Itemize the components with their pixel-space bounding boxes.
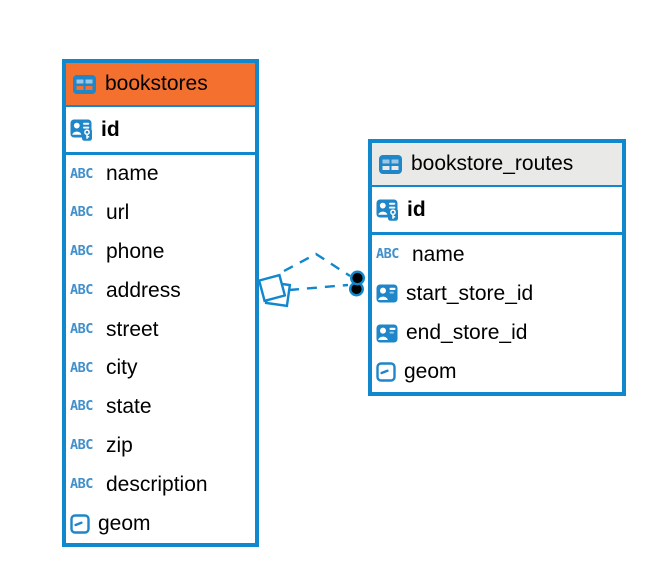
column-name: phone	[106, 239, 165, 263]
column-name: city	[106, 356, 138, 380]
entity-bookstores[interactable]: bookstores id ABC name ABC url	[62, 59, 259, 547]
column-name: address	[106, 278, 181, 302]
column-row-phone[interactable]: ABC phone	[66, 233, 255, 272]
table-icon	[73, 74, 96, 94]
primary-key-icon	[376, 199, 398, 221]
column-row-geom[interactable]: geom	[66, 504, 255, 543]
text-type-icon: ABC	[70, 165, 93, 182]
geometry-type-icon	[376, 362, 396, 383]
table-icon	[379, 154, 402, 174]
text-type-icon: ABC	[70, 476, 93, 493]
column-name: description	[106, 472, 208, 496]
relationship-line-end-store[interactable]	[288, 283, 349, 292]
column-name: street	[106, 317, 159, 341]
geometry-type-icon	[70, 513, 90, 534]
foreign-key-icon	[376, 324, 398, 343]
column-name: geom	[404, 360, 457, 384]
column-row-name[interactable]: ABC name	[66, 155, 255, 194]
column-row-address[interactable]: ABC address	[66, 271, 255, 310]
text-type-icon: ABC	[70, 359, 93, 376]
column-row-name[interactable]: ABC name	[372, 235, 622, 274]
primary-key-icon	[70, 119, 92, 141]
entity-header-bookstores[interactable]: bookstores	[66, 63, 255, 107]
text-type-icon: ABC	[376, 245, 399, 262]
column-row-geom[interactable]: geom	[372, 353, 622, 392]
entity-title: bookstore_routes	[411, 152, 574, 175]
pk-column-name: id	[101, 117, 120, 141]
column-row-start-store-id[interactable]: start_store_id	[372, 274, 622, 313]
column-name: geom	[98, 511, 151, 535]
column-row-zip[interactable]: ABC zip	[66, 427, 255, 466]
column-name: name	[106, 162, 159, 186]
column-row-description[interactable]: ABC description	[66, 465, 255, 504]
relationship-line-start-store[interactable]	[283, 252, 351, 278]
pk-column-name: id	[407, 197, 426, 221]
column-row-city[interactable]: ABC city	[66, 349, 255, 388]
column-row-end-store-id[interactable]: end_store_id	[372, 314, 622, 353]
column-name: name	[412, 242, 465, 266]
pk-row-id[interactable]: id	[66, 107, 255, 155]
pk-row-id[interactable]: id	[372, 187, 622, 235]
column-row-street[interactable]: ABC street	[66, 310, 255, 349]
relationship-source-diamond-front[interactable]	[257, 273, 287, 303]
text-type-icon: ABC	[70, 282, 93, 299]
column-name: state	[106, 395, 152, 419]
column-name: url	[106, 201, 130, 225]
column-row-state[interactable]: ABC state	[66, 388, 255, 427]
entity-title: bookstores	[105, 72, 208, 95]
relationship-target-dot-front[interactable]	[350, 270, 366, 286]
text-type-icon: ABC	[70, 204, 93, 221]
column-row-url[interactable]: ABC url	[66, 194, 255, 233]
column-name: start_store_id	[406, 281, 534, 305]
entity-bookstore-routes[interactable]: bookstore_routes id ABC name	[368, 139, 626, 396]
text-type-icon: ABC	[70, 437, 93, 454]
column-name: end_store_id	[406, 321, 528, 345]
text-type-icon: ABC	[70, 320, 93, 337]
text-type-icon: ABC	[70, 398, 93, 415]
entity-header-bookstore-routes[interactable]: bookstore_routes	[372, 143, 622, 187]
text-type-icon: ABC	[70, 243, 93, 260]
foreign-key-icon	[376, 284, 398, 303]
column-name: zip	[106, 433, 133, 457]
